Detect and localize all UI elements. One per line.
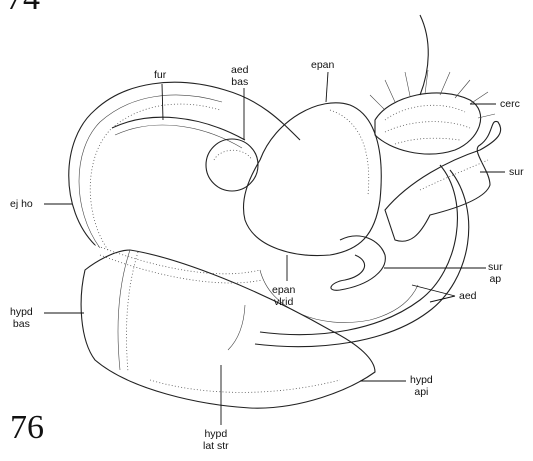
label-hypd-api: hypd api [410, 374, 433, 398]
hypandrium [81, 250, 375, 408]
label-fur: fur [154, 69, 166, 81]
leader-epan [326, 72, 328, 102]
label-hypd-lat-str: hypd lat str [203, 428, 229, 452]
aedeagus-base-stipple [214, 150, 252, 160]
hypandrium-lateral-strut [228, 305, 245, 350]
label-aed-bas: aed bas [231, 64, 249, 88]
leader-aed-2 [430, 296, 455, 302]
hypandrium-band [118, 250, 130, 370]
cercus-setae [370, 70, 495, 118]
label-epan: epan [311, 59, 334, 71]
outer-capsule-outline [69, 82, 300, 245]
aedeagus-tube-outer [260, 165, 457, 335]
leader-fur [162, 84, 163, 120]
hypandrium-stipple [150, 380, 340, 392]
ejaculatory-line-2 [100, 255, 262, 283]
label-cerc: cerc [500, 98, 520, 110]
aedeagus-base-bulb [206, 139, 258, 191]
hypandrium-band-dots [126, 252, 138, 372]
epandrium [243, 103, 381, 256]
label-sur-ap: sur ap [488, 261, 503, 285]
label-aed: aed [459, 290, 477, 302]
label-ej-ho: ej ho [10, 198, 33, 210]
surstylus [385, 121, 501, 241]
label-sur: sur [509, 166, 524, 178]
furca-band-inner [115, 125, 242, 148]
ejaculatory-line [95, 245, 260, 274]
label-epan-vlrid: epan vlrid [272, 284, 295, 308]
epandrium-stipple [330, 110, 369, 195]
cercus [375, 93, 481, 154]
capsule-dotted-edge [90, 104, 220, 250]
label-hypd-bas: hypd bas [10, 306, 33, 330]
cercus-texture [385, 105, 470, 144]
long-seta [420, 15, 428, 95]
figure-number: 76 [10, 411, 44, 445]
